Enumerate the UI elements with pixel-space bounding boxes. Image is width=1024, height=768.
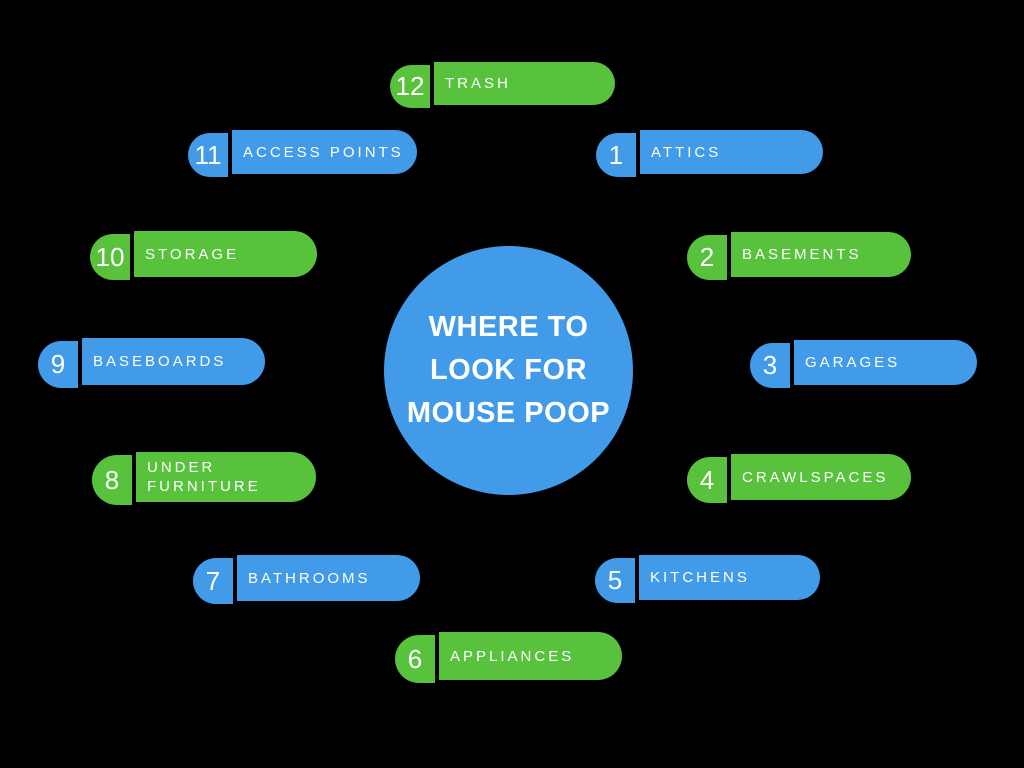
item-label: ATTICS xyxy=(640,130,823,174)
item-label: TRASH xyxy=(434,62,615,105)
item-number-badge: 1 xyxy=(596,133,636,177)
item-label: BASEBOARDS xyxy=(82,338,265,385)
item-number-badge: 11 xyxy=(188,133,228,177)
item-label: STORAGE xyxy=(134,231,317,277)
item-basements: 2 BASEMENTS xyxy=(687,232,911,280)
center-title-line: LOOK FOR xyxy=(429,354,588,386)
item-number-badge: 9 xyxy=(38,341,78,388)
item-label: UNDER FURNITURE xyxy=(136,452,316,502)
item-label: ACCESS POINTS xyxy=(232,130,417,174)
item-label: BASEMENTS xyxy=(731,232,911,277)
item-number-badge: 2 xyxy=(687,235,727,280)
item-number-badge: 8 xyxy=(92,455,132,505)
item-label: KITCHENS xyxy=(639,555,820,600)
item-number-badge: 6 xyxy=(395,635,435,683)
item-bathrooms: 7 BATHROOMS xyxy=(193,555,420,604)
item-kitchens: 5 KITCHENS xyxy=(595,555,820,603)
item-label: GARAGES xyxy=(794,340,977,385)
item-label: CRAWLSPACES xyxy=(731,454,911,500)
item-number-badge: 12 xyxy=(390,65,430,108)
center-title-line: MOUSE POOP xyxy=(406,397,611,429)
item-number-badge: 5 xyxy=(595,558,635,603)
center-circle: WHERE TO LOOK FOR MOUSE POOP xyxy=(384,246,633,495)
item-trash: 12 TRASH xyxy=(390,62,615,108)
item-baseboards: 9 BASEBOARDS xyxy=(38,338,265,388)
item-crawlspaces: 4 CRAWLSPACES xyxy=(687,454,911,503)
item-garages: 3 GARAGES xyxy=(750,340,977,388)
item-storage: 10 STORAGE xyxy=(90,231,317,280)
center-title-line: WHERE TO xyxy=(428,311,589,343)
item-number-badge: 3 xyxy=(750,343,790,388)
item-appliances: 6 APPLIANCES xyxy=(395,632,622,683)
item-number-badge: 7 xyxy=(193,558,233,604)
item-number-badge: 4 xyxy=(687,457,727,503)
item-access-points: 11 ACCESS POINTS xyxy=(188,130,417,177)
item-attics: 1 ATTICS xyxy=(596,130,823,177)
item-under-furniture: 8 UNDER FURNITURE xyxy=(92,452,316,505)
item-label: BATHROOMS xyxy=(237,555,420,601)
item-label: APPLIANCES xyxy=(439,632,622,680)
item-number-badge: 10 xyxy=(90,234,130,280)
